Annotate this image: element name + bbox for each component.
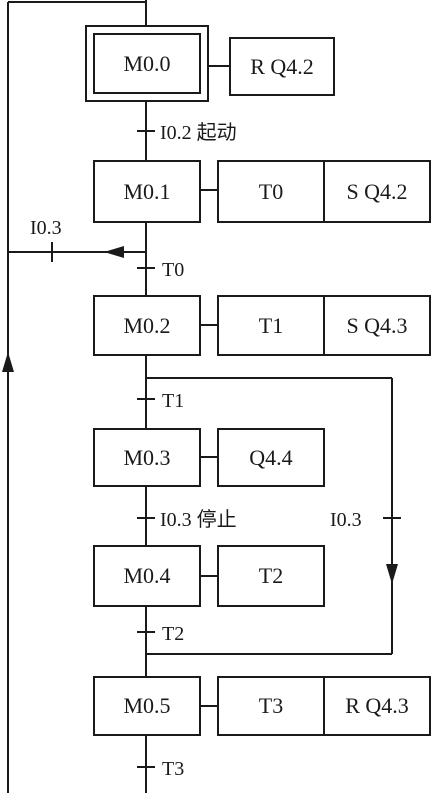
step-m03-label: M0.3 (123, 445, 170, 470)
action-m03-0: Q4.4 (249, 445, 292, 470)
action-m01-0-box (217, 160, 325, 223)
step-m02-label: M0.2 (123, 313, 170, 338)
action-m05-1: R Q4.3 (345, 693, 409, 718)
action-m02-1: S Q4.3 (346, 313, 407, 338)
trans-m02-branch: I0.3 (330, 509, 362, 531)
trans-m01-back: I0.3 (30, 217, 62, 239)
step-m04-box (93, 545, 201, 607)
action-m05-1-box (323, 676, 431, 736)
trans-m00-m01: I0.2 起动 (160, 121, 237, 144)
branch-m01-arrow (104, 246, 124, 258)
trans-m05-back: T3 (162, 758, 184, 780)
step-m05-label: M0.5 (123, 693, 170, 718)
branch-right-arrow (386, 564, 398, 584)
action-m05-0: T3 (259, 693, 283, 718)
trans-m03-m04: I0.3 停止 (160, 508, 237, 531)
step-m05-box (93, 676, 201, 736)
action-m02-0-box (217, 295, 325, 356)
action-m04-0-box (217, 545, 325, 607)
action-m00-0-box (229, 37, 335, 96)
loop-up-arrow (2, 352, 14, 372)
action-m01-1-box (323, 160, 431, 223)
trans-m04-m05: T2 (162, 623, 184, 645)
action-m03-0-box (217, 428, 325, 487)
action-m02-1-box (323, 295, 431, 356)
step-m00-inner (93, 33, 201, 94)
step-m01-label: M0.1 (123, 179, 170, 204)
action-m05-0-box (217, 676, 325, 736)
step-m03-box (93, 428, 201, 487)
step-m01-box (93, 160, 201, 223)
step-m00-label: M0.0 (123, 51, 170, 76)
action-m01-1: S Q4.2 (346, 179, 407, 204)
trans-m02-m03: T1 (162, 390, 184, 412)
action-m04-0: T2 (259, 563, 283, 588)
step-m04-label: M0.4 (123, 563, 170, 588)
step-m02-box (93, 295, 201, 356)
step-m00: M0.0 (85, 25, 209, 102)
action-m01-0: T0 (259, 179, 283, 204)
action-m02-0: T1 (259, 313, 283, 338)
action-m00-0: R Q4.2 (250, 54, 314, 79)
trans-m01-m02: T0 (162, 259, 184, 281)
